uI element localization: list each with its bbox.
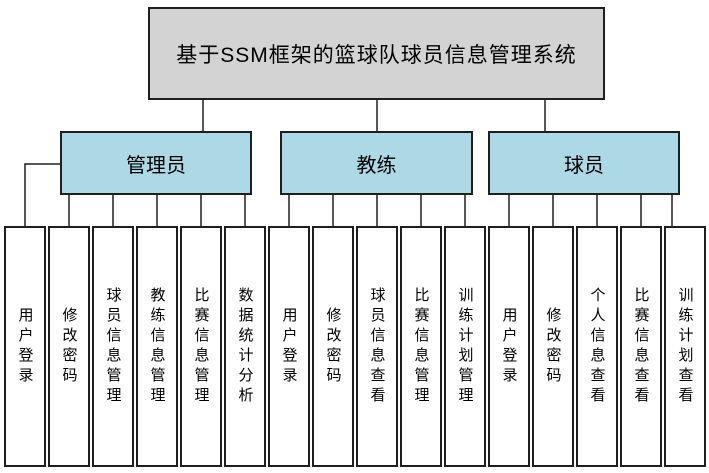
leaf-label: 训练计划管理 [456,286,474,407]
leaf-node: 个人信息查看 [576,226,618,467]
leaf-label: 训练计划查看 [676,286,694,407]
group-node-coach: 教练 [280,131,473,195]
leaf-node: 修改密码 [312,226,354,467]
leaf-node: 比赛信息管理 [180,226,222,467]
leaf-label: 教练信息管理 [148,286,166,407]
group-node-player: 球员 [488,131,680,195]
leaf-label: 修改密码 [544,306,562,387]
leaf-label: 比赛信息管理 [192,286,210,407]
leaf-label: 用户登录 [500,306,518,387]
leaf-node: 训练计划查看 [664,226,706,467]
leaf-label: 比赛信息查看 [632,286,650,407]
leaf-label: 比赛信息管理 [412,286,430,407]
leaf-label: 球员信息管理 [104,286,122,407]
leaf-node: 球员信息管理 [92,226,134,467]
leaf-node: 修改密码 [532,226,574,467]
leaf-label: 修改密码 [324,306,342,387]
leaf-node: 比赛信息管理 [400,226,442,467]
root-node-system-title: 基于SSM框架的篮球队球员信息管理系统 [148,7,605,100]
leaf-label: 球员信息查看 [368,286,386,407]
leaf-label: 用户登录 [280,306,298,387]
leaf-node: 修改密码 [48,226,90,467]
group-node-admin: 管理员 [60,131,252,195]
leaf-label: 个人信息查看 [588,286,606,407]
leaf-node: 比赛信息查看 [620,226,662,467]
leaf-node: 训练计划管理 [444,226,486,467]
leaf-node: 球员信息查看 [356,226,398,467]
leaf-label: 用户登录 [16,306,34,387]
leaf-node: 数据统计分析 [224,226,266,467]
leaf-node: 教练信息管理 [136,226,178,467]
leaf-label: 修改密码 [60,306,78,387]
leaf-label: 数据统计分析 [236,286,254,407]
leaf-node: 用户登录 [268,226,310,467]
leaf-node: 用户登录 [4,226,46,467]
leaf-node: 用户登录 [488,226,530,467]
